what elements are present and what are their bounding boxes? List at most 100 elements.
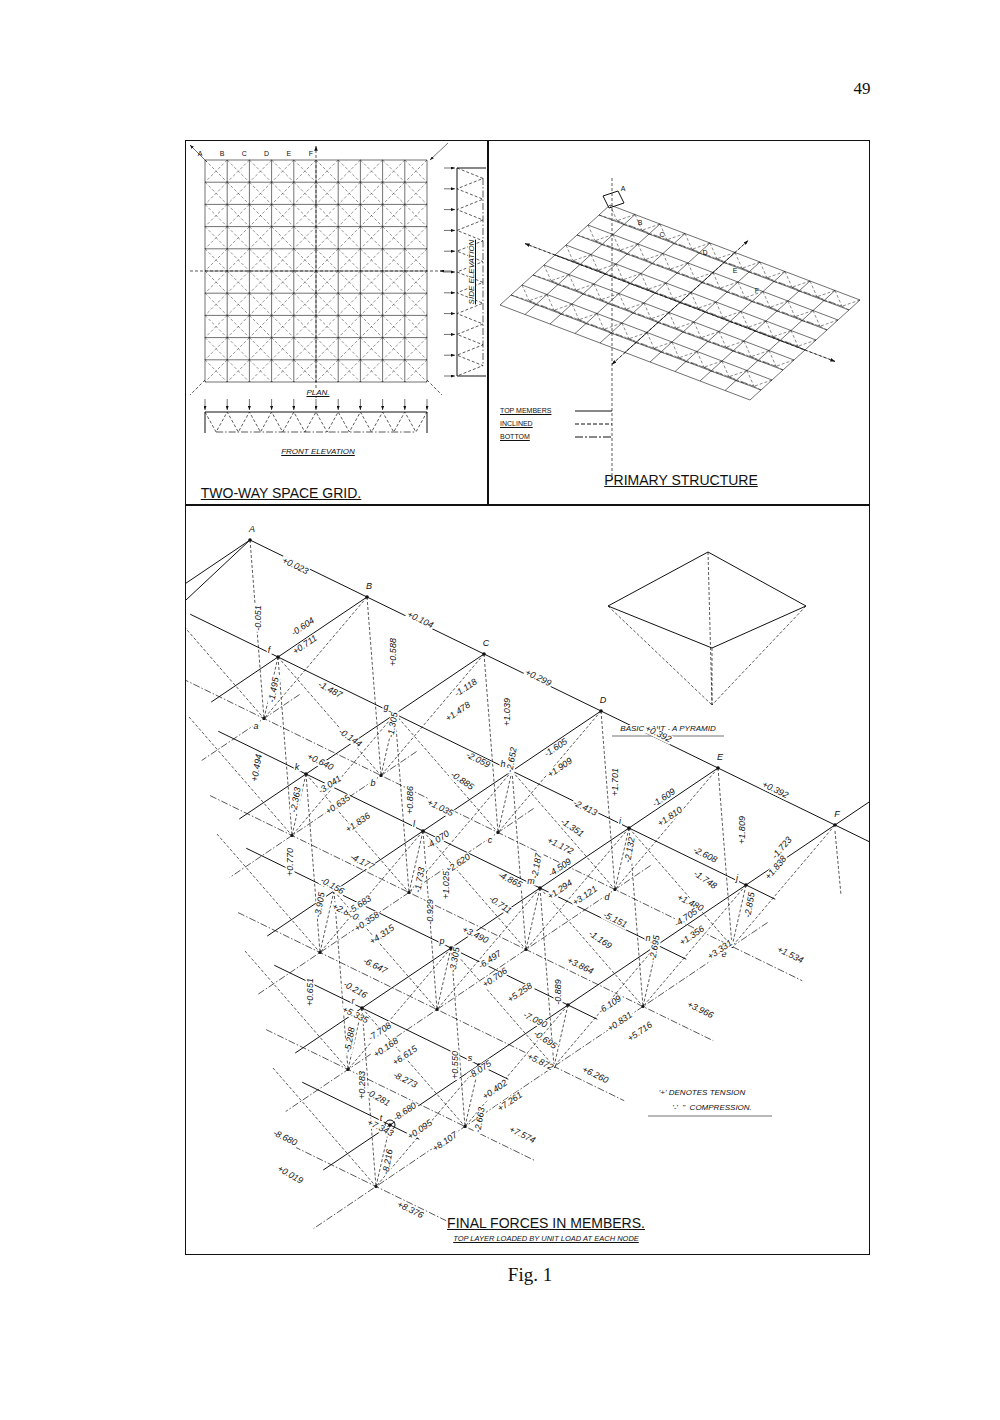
- inclined-member: [554, 1005, 568, 1067]
- bottom-member: [729, 377, 754, 387]
- inclined-member: [760, 262, 767, 278]
- inclined-member: [698, 302, 716, 308]
- node-letter: b: [369, 778, 376, 787]
- inclined-member: [648, 283, 666, 289]
- inclined-member: [791, 331, 798, 347]
- top-member: [186, 540, 250, 600]
- inclined-member: [820, 320, 838, 326]
- force-value: +1.838: [763, 854, 789, 883]
- inclined-member: [679, 352, 697, 358]
- inclined-member: [383, 315, 405, 337]
- bottom-member: [258, 809, 534, 995]
- force-value: -3.905: [313, 891, 327, 920]
- bottom-node: [435, 1008, 438, 1011]
- symmetry-axis: [612, 241, 748, 365]
- inclined-member: [405, 227, 427, 249]
- inclined-member: [205, 293, 227, 315]
- inclined-member: [644, 303, 651, 319]
- inclined-member: [663, 254, 670, 270]
- inclined-member: [249, 204, 271, 226]
- inclined-member: [249, 271, 271, 293]
- inclined-member: [205, 160, 227, 182]
- force-value: +1.172: [545, 835, 576, 856]
- inclined-member: [529, 295, 547, 301]
- force-value: -0.929: [426, 898, 435, 926]
- inclined-member: [294, 204, 316, 226]
- inclined-member: [405, 249, 427, 271]
- inclined-member: [685, 234, 692, 250]
- inclined-member: [249, 182, 271, 204]
- force-value: -6.647: [361, 956, 390, 976]
- force-value: -1.305: [386, 711, 400, 740]
- axis-arrow: [190, 145, 207, 162]
- inclined-member: [813, 311, 820, 327]
- force-value: +0.392: [760, 779, 791, 800]
- inclined-member: [294, 338, 316, 360]
- inclined-member: [795, 311, 813, 317]
- inclined-member: [773, 331, 791, 337]
- inclined-member: [383, 360, 405, 382]
- force-value: +0.019: [275, 1164, 305, 1187]
- force-value: +1.039: [503, 697, 512, 727]
- force-value: +1.035: [425, 797, 456, 818]
- grid-line-letter: C: [242, 150, 247, 157]
- bottom-member: [554, 310, 579, 320]
- inclined-member: [227, 360, 249, 382]
- force-value: +0.640: [305, 751, 336, 772]
- force-value: -2.608: [691, 845, 720, 865]
- inclined-member: [338, 182, 360, 204]
- inclined-member: [249, 204, 271, 226]
- bottom-member: [601, 300, 626, 310]
- inclined-member: [597, 314, 604, 330]
- grid-line-letter: F: [309, 150, 313, 157]
- legend-text: TOP MEMBERS: [500, 407, 551, 414]
- inclined-member: [360, 249, 382, 271]
- bottom-member: [266, 1030, 535, 1161]
- inclined-member: [713, 273, 720, 289]
- inclined-member: [360, 315, 382, 337]
- inclined-member: [817, 291, 835, 297]
- node-letter: a: [252, 721, 259, 730]
- inclined-member: [316, 249, 338, 271]
- inclined-member: [383, 182, 405, 204]
- load-arrow: [360, 399, 361, 410]
- bottom-node: [613, 888, 616, 891]
- force-value: +8.376: [395, 1199, 426, 1220]
- inclined-member: [769, 351, 776, 367]
- inclined-member: [708, 342, 726, 348]
- node-letter: c: [487, 835, 494, 844]
- bottom-member: [551, 281, 576, 291]
- inclined-member: [594, 284, 601, 300]
- bottom-chord: [483, 178, 484, 366]
- bottom-member: [620, 250, 645, 260]
- inclined-member: [588, 225, 595, 241]
- inclined-member: [643, 885, 746, 1007]
- inclined-member: [423, 831, 526, 950]
- node-letter: k: [294, 763, 301, 772]
- inclined-member: [338, 227, 360, 249]
- bottom-member: [651, 319, 676, 329]
- inclined-member: [802, 321, 820, 327]
- force-value: -3.305: [448, 946, 462, 975]
- inclined-member: [558, 285, 576, 291]
- inclined-member: [272, 271, 294, 293]
- inclined-member: [661, 352, 679, 358]
- inclined-member: [338, 249, 360, 271]
- inclined-member: [405, 360, 427, 382]
- inclined-member: [360, 271, 382, 293]
- inclined-member: [395, 714, 498, 833]
- inclined-member: [227, 182, 249, 204]
- inclined-member: [766, 321, 773, 337]
- inclined-member: [512, 771, 526, 950]
- inclined-member: [723, 312, 741, 318]
- inclined-member: [776, 360, 794, 366]
- bottom-member: [604, 329, 629, 339]
- inclined-member: [533, 275, 551, 281]
- view-title: PLAN.: [305, 389, 330, 397]
- grid-line-letter: E: [286, 150, 291, 157]
- load-arrow: [444, 292, 455, 293]
- symmetry-axis: [190, 380, 205, 395]
- inclined-member: [249, 315, 271, 337]
- force-value: +0.588: [389, 637, 398, 667]
- inclined-member: [688, 263, 695, 279]
